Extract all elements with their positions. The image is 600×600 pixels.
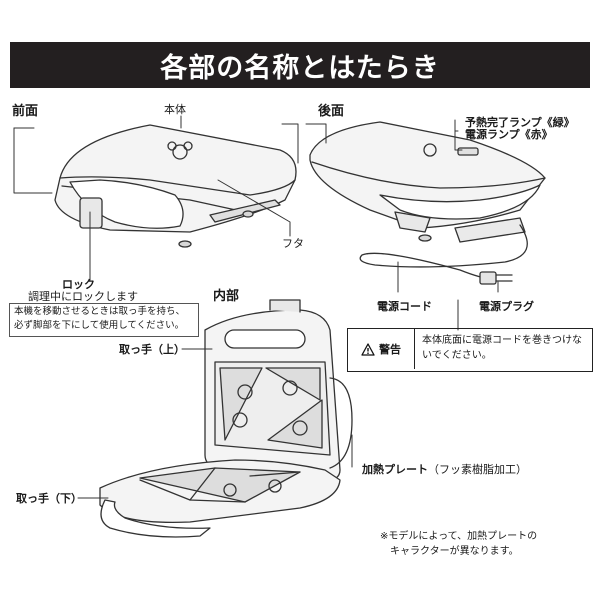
label-power-plug: 電源プラグ [479,300,534,314]
front-view-illustration [55,125,296,247]
warning-head: 警告 [348,329,415,369]
label-handle-lower: 取っ手（下） [16,492,82,506]
move-note-line1: 本機を移動させるときは取っ手を持ち、 [14,305,194,319]
label-lock-desc: 調理中にロックします [28,290,138,304]
label-body: 本体 [164,103,186,117]
label-lid: フタ [282,237,304,251]
label-handle-upper: 取っ手（上） [119,343,185,357]
section-inside: 内部 [213,289,239,305]
warning-box: 警告 本体底面に電源コードを巻きつけないでください。 [347,328,593,372]
label-heating-plate: 加熱プレート（フッ素樹脂加工） [362,463,527,477]
warning-text: 本体底面に電源コードを巻きつけないでください。 [422,333,588,363]
move-note: 本機を移動させるときは取っ手を持ち、 必ず脚部を下にして使用してください。 [9,303,199,337]
label-heating-plate-note: （フッ素樹脂加工） [428,463,527,476]
move-note-line2: 必ず脚部を下にして使用してください。 [14,319,194,333]
footnote: ※モデルによって、加熱プレートの キャラクターが異なります。 [380,530,537,559]
label-heating-plate-name: 加熱プレート [362,463,428,476]
section-back: 後面 [318,104,344,120]
section-front: 前面 [12,104,38,120]
label-power-cord: 電源コード [377,300,432,314]
warning-label: 警告 [379,341,401,357]
label-power-lamp: 電源ランプ《赤》 [465,128,553,142]
warning-triangle-icon [361,343,375,356]
back-view-illustration [310,122,545,284]
